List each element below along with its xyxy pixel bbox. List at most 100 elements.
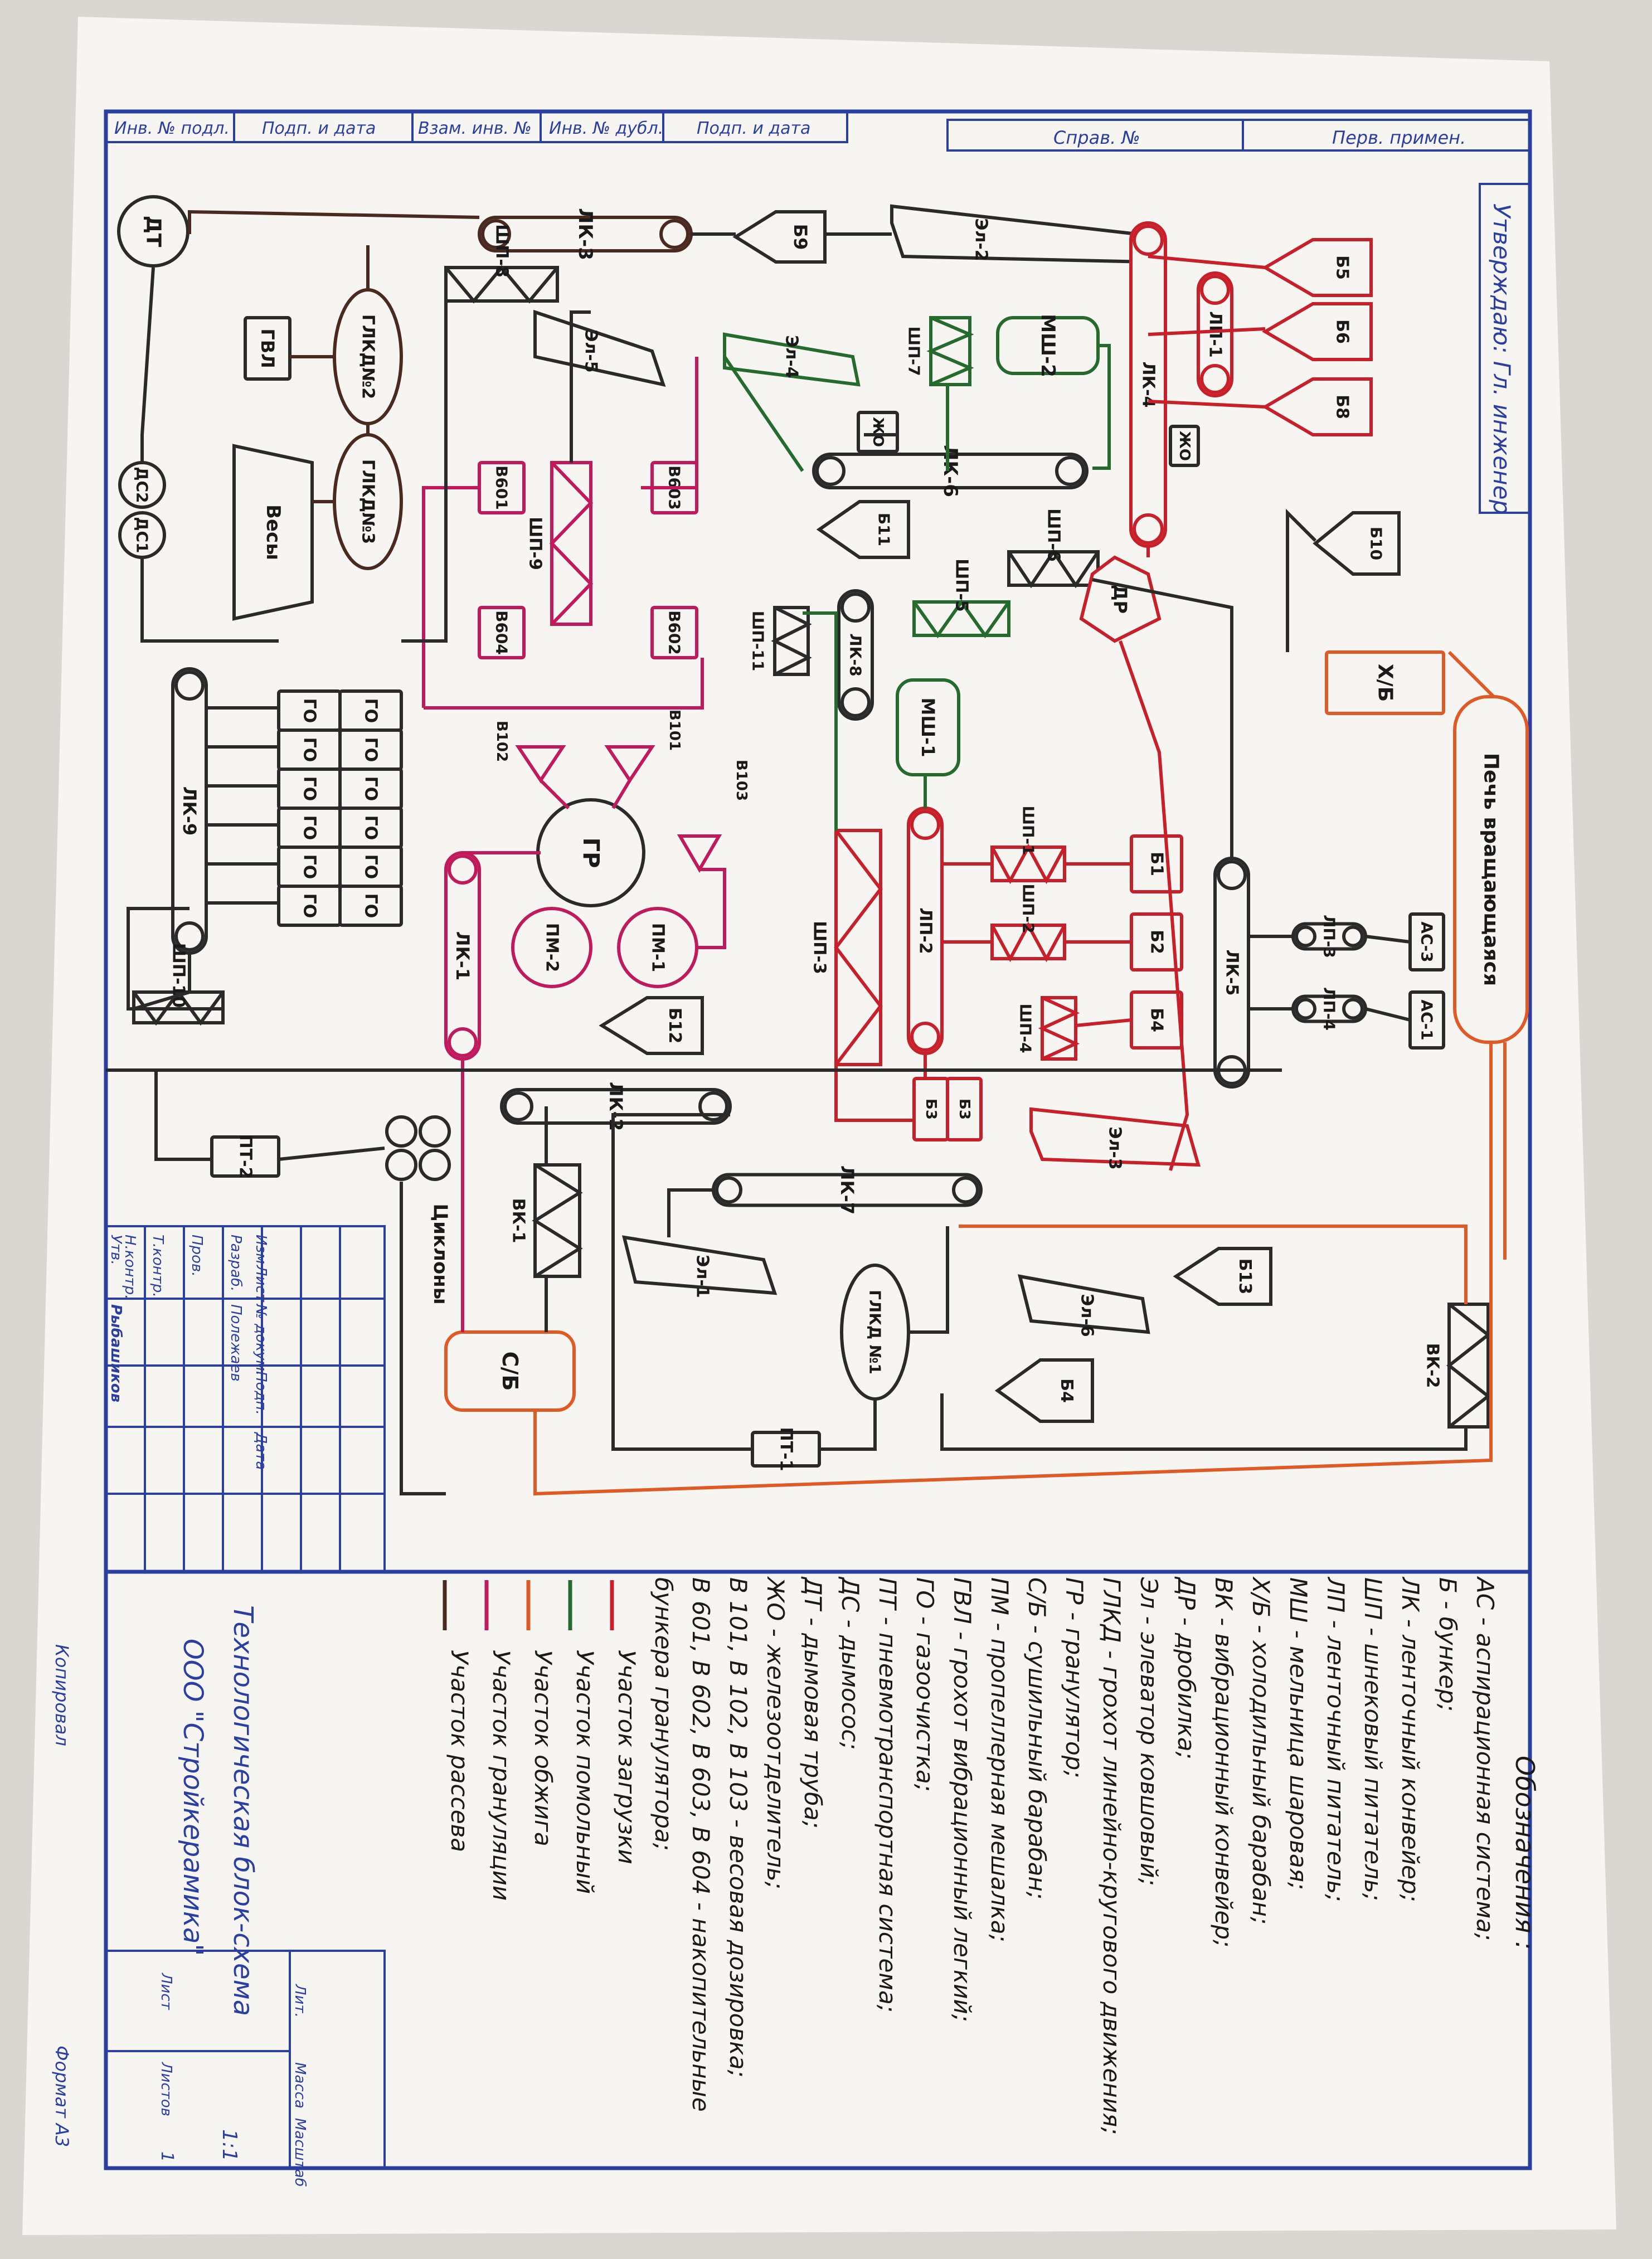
sheet-label: Лист [158,1973,174,2010]
stamp-row-3: № докум. [252,1303,269,1376]
node-label: ВК-1 [509,1198,528,1243]
stamp-row-1: Изм [252,1235,269,1264]
node-label: ВК-2 [1423,1343,1442,1388]
conveyor-pulley [448,854,478,885]
conveyor-pulley [503,1091,533,1121]
node-label: Эл-5 [581,329,601,372]
scales [232,444,314,621]
sheets-label: Листов [158,2062,174,2116]
dosing-valve [604,745,655,784]
top-right-cell-2: Перв. примен. [1332,127,1466,148]
elevator [621,1235,778,1295]
conveyor-pulley [1295,925,1316,948]
stamp-row-4: Подп. [252,1371,269,1415]
node-label: АС-1 [1418,999,1436,1040]
elevator [1017,1274,1150,1334]
role-developer: Разраб. [227,1235,244,1291]
elevator [533,309,666,387]
flow-line [834,1065,914,1122]
format-label: Формат А3 [51,2046,72,2147]
screw-feeder [1041,996,1077,1061]
conveyor-pulley [174,671,205,701]
screw-flight [912,599,1010,639]
role-tech-control: Т.контр. [149,1235,166,1298]
flow-line [533,1042,1493,1496]
node-label: ШП-8 [492,224,512,278]
node-label: Эл-3 [1105,1126,1125,1169]
flow-line [1286,508,1317,546]
hopper [1262,377,1373,436]
node-circle [419,1149,451,1181]
node-label: В101 [666,710,683,751]
flow-line [188,210,480,234]
elevator [1029,1107,1201,1167]
screw-feeder [444,266,559,303]
legend-item: ЛК - ленточный конвейер; [1397,1576,1424,1902]
node-box [650,606,698,659]
flow-line [819,1399,877,1451]
flow-line [1075,1018,1132,1027]
screw-feeder [912,600,1010,637]
screw-feeder [533,1163,581,1278]
top-stamp-cells [105,110,848,143]
node-label: Б1 [1147,852,1167,876]
scale-value: 1:1 [218,2129,241,2161]
screw-flight [444,265,559,304]
legend-item: ШП - шнековый питатель; [1359,1577,1387,1901]
screw-flight [990,921,1066,963]
legend-section: Участок грануляции [488,1650,515,1901]
node-label: ГО [361,737,381,762]
flow-line [611,779,631,809]
node-label: В602 [665,610,684,655]
legend-section: Участок помольный [571,1650,599,1894]
conveyor [812,453,1089,489]
node-label: Б4 [1057,1378,1076,1403]
legend-item: АС - аспирационная система; [1471,1576,1499,1941]
flow-line [1148,255,1266,269]
flow-line [1092,344,1111,470]
node-label: ЛП-4 [1320,987,1339,1031]
node-box [857,411,899,453]
node-label: Б5 [1332,255,1352,280]
legend-item: ЛП - ленточный питатель; [1322,1576,1349,1902]
node-label: ЛП-2 [916,907,935,954]
node-label: ЖО [1176,431,1193,461]
node-label: ГО [361,893,381,919]
screw-flight [771,606,812,676]
copied-label: Копировал [51,1644,72,1746]
conveyor-pulley [840,592,871,623]
screw-feeder [550,461,592,626]
node-label: ЛК-5 [1222,950,1242,996]
top-cell-3: Взам. инв. № [418,119,532,138]
flow-line [723,356,804,472]
legend-item: В 101, В 102, В 103 - весовая дозировка; [725,1577,752,2077]
conveyor-pulley [815,456,846,486]
screw-flight [1446,1303,1491,1429]
hopper [994,1358,1094,1423]
node-box [244,316,291,381]
flow-line [940,1393,1468,1451]
role-approver: Утв. [108,1235,124,1265]
conveyor-pulley [1295,998,1316,1020]
node-label: С/Б [498,1352,522,1391]
flow-line [1119,640,1189,1171]
legend-item: ГВЛ - грохот вибрационный легкий; [949,1577,976,2022]
conveyor-pulley [659,219,689,249]
flow-line [1447,650,1495,698]
legend-item: ПМ - пропеллерная мешалка; [986,1577,1013,1942]
flow-line [1148,327,1266,336]
node-label: Б10 [1367,527,1385,560]
flow-line [154,1070,212,1161]
node-label: В601 [493,465,511,510]
node-label: ПМ-1 [648,923,668,972]
approver-name: Рыбашиков [108,1304,124,1402]
screw-flight [990,843,1066,885]
hopper [1262,302,1373,361]
conveyor-pulley [952,1176,979,1204]
role-checker: Пров. [188,1235,205,1277]
node-label: ЖО [869,417,886,447]
node-label: В102 [493,721,510,762]
screw-flight [549,461,594,626]
node-label: ГО [361,698,381,723]
